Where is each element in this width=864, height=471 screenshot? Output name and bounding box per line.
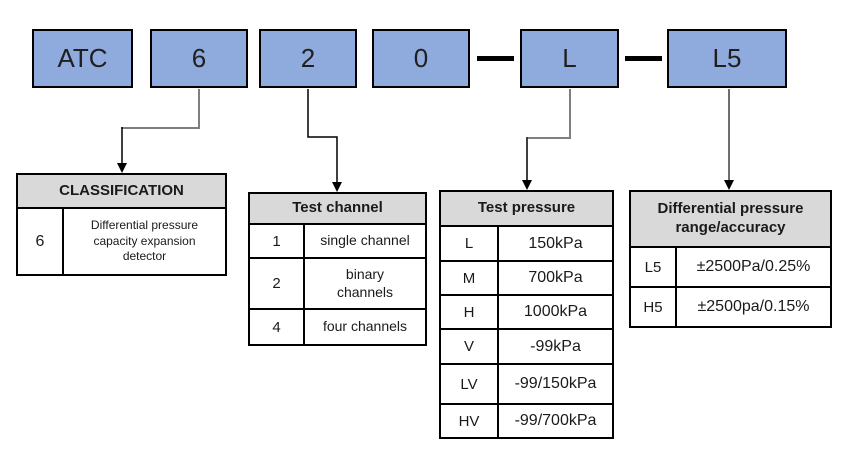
desc-cell: -99/150kPa <box>497 363 614 405</box>
code-cell: H5 <box>629 286 677 328</box>
connector-6-elbow <box>121 89 200 129</box>
table-row: HV -99/700kPa <box>439 403 614 439</box>
arrowhead-diff-pressure <box>724 180 734 190</box>
desc-cell: Differential pressure capacity expansion… <box>62 207 227 276</box>
code-cell: M <box>439 260 499 296</box>
desc-cell: ±2500pa/0.15% <box>675 286 832 328</box>
table-row: M 700kPa <box>439 260 614 296</box>
desc-cell: four channels <box>303 308 427 346</box>
code-cell: L5 <box>629 246 677 288</box>
diff-pressure-table: Differential pressure range/accuracy L5 … <box>629 190 832 328</box>
code-cell: 4 <box>248 308 305 346</box>
table-row: LV -99/150kPa <box>439 363 614 405</box>
desc-cell: 1000kPa <box>497 294 614 330</box>
model-box-6: 6 <box>150 29 248 88</box>
desc-cell: single channel <box>303 223 427 259</box>
code-cell: L <box>439 225 499 262</box>
table-row: V -99kPa <box>439 328 614 365</box>
table-row: 4 four channels <box>248 308 427 346</box>
code-cell: HV <box>439 403 499 439</box>
code-cell: LV <box>439 363 499 405</box>
test-channel-header: Test channel <box>248 192 427 225</box>
table-row: H5 ±2500pa/0.15% <box>629 286 832 328</box>
table-header-row: Test channel <box>248 192 427 225</box>
table-row: 1 single channel <box>248 223 427 259</box>
desc-cell: 150kPa <box>497 225 614 262</box>
code-cell: 1 <box>248 223 305 259</box>
table-header-row: Test pressure <box>439 190 614 227</box>
model-box-atc: ATC <box>32 29 133 88</box>
code-cell: 6 <box>16 207 64 276</box>
model-box-l5: L5 <box>667 29 787 88</box>
desc-cell: -99/700kPa <box>497 403 614 439</box>
classification-header: CLASSIFICATION <box>16 173 227 209</box>
arrowhead-test-pressure <box>522 180 532 190</box>
table-row: 6 Differential pressure capacity expansi… <box>16 207 227 276</box>
table-header-row: CLASSIFICATION <box>16 173 227 209</box>
code-cell: H <box>439 294 499 330</box>
test-channel-table: Test channel 1 single channel 2 binary c… <box>248 192 427 346</box>
arrowhead-test-channel <box>332 182 342 192</box>
test-pressure-header: Test pressure <box>439 190 614 227</box>
table-header-row: Differential pressure range/accuracy <box>629 190 832 248</box>
model-box-l: L <box>520 29 619 88</box>
code-cell: V <box>439 328 499 365</box>
desc-cell: -99kPa <box>497 328 614 365</box>
dash-separator <box>477 56 514 61</box>
desc-cell: binary channels <box>303 257 427 310</box>
code-cell: 2 <box>248 257 305 310</box>
classification-table: CLASSIFICATION 6 Differential pressure c… <box>16 173 227 276</box>
desc-cell: ±2500Pa/0.25% <box>675 246 832 288</box>
diff-pressure-header: Differential pressure range/accuracy <box>629 190 832 248</box>
table-row: 2 binary channels <box>248 257 427 310</box>
test-pressure-table: Test pressure L 150kPa M 700kPa H 1000kP… <box>439 190 614 439</box>
connector-l-elbow <box>528 89 571 139</box>
connector-2 <box>307 89 338 184</box>
table-row: H 1000kPa <box>439 294 614 330</box>
model-box-2: 2 <box>259 29 357 88</box>
desc-cell: 700kPa <box>497 260 614 296</box>
table-row: L 150kPa <box>439 225 614 262</box>
dash-separator <box>625 56 662 61</box>
arrowhead-classification <box>117 163 127 173</box>
table-row: L5 ±2500Pa/0.25% <box>629 246 832 288</box>
model-box-0: 0 <box>372 29 470 88</box>
